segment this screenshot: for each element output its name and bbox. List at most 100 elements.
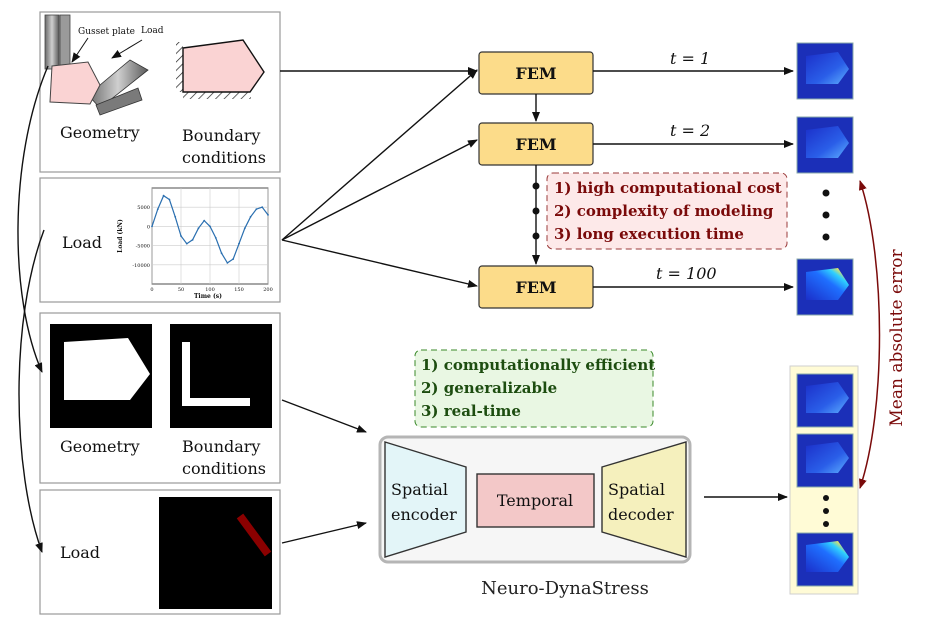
panel-load-curve: Load 5000 0 -5000 -10000 0 50 100 150 200 Time … — [39, 177, 281, 303]
fem-label-3: FEM — [515, 278, 556, 297]
load-chart: 5000 0 -5000 -10000 0 50 100 150 200 Time (s) L… — [117, 187, 273, 300]
load-label-bottom: Load — [60, 543, 100, 562]
chart-xtick-label: 100 — [205, 287, 215, 293]
load-mask-bar — [236, 513, 272, 557]
connector-geometry — [17, 65, 49, 373]
gusset-illustration: Gusset plate Load — [44, 14, 164, 116]
mae-label: Mean absolute error — [887, 248, 907, 426]
chart-point — [267, 213, 269, 216]
predicted-output-1 — [796, 373, 854, 428]
predicted-output-2 — [796, 433, 854, 488]
chart-point — [174, 215, 177, 218]
decoder-label-2: decoder — [608, 505, 674, 524]
limitation-2: 2) complexity of modeling — [554, 202, 774, 220]
chart-xticks: 0 50 100 150 200 — [150, 287, 272, 293]
chart-xtick-label: 0 — [150, 287, 153, 293]
geometry-mask-shape — [64, 338, 150, 400]
load-arrow-label: Load — [141, 26, 164, 36]
boundary-label-bottom-1: Boundary — [182, 437, 260, 456]
advantage-3: 3) real-time — [421, 402, 521, 420]
decoder-label-1: Spatial — [608, 480, 665, 499]
model-name: Neuro-DynaStress — [481, 578, 649, 599]
fem-output-t2 — [796, 116, 854, 174]
fem-block-2: FEM — [478, 122, 594, 166]
chart-point — [255, 208, 258, 211]
chart-point — [203, 219, 206, 222]
chart-ytick-label: 5000 — [137, 205, 150, 211]
mae-comparison: Mean absolute error — [859, 180, 907, 489]
temporal-label: Temporal — [497, 491, 573, 510]
chart-point — [249, 215, 252, 218]
boundary-illustration — [176, 39, 265, 99]
load-mask — [159, 497, 272, 609]
fem-output-t100 — [796, 258, 854, 316]
geometry-label-bottom: Geometry — [60, 437, 140, 456]
advantages-box: 1) computationally efficient 2) generali… — [414, 349, 655, 428]
spatial-decoder-block — [601, 441, 687, 558]
panel-physical-setup: Gusset plate Load Geometry Boundary cond… — [39, 11, 281, 173]
chart-point — [162, 194, 165, 197]
fem-block-3: FEM — [478, 265, 594, 309]
neuro-dynastress-model: Spatial encoder Temporal Spatial decoder… — [378, 435, 692, 599]
chart-ytick-label: 0 — [147, 224, 150, 230]
t-label-1: t = 1 — [670, 49, 710, 68]
advantage-1: 1) computationally efficient — [421, 356, 655, 374]
boundary-label-bottom-2: conditions — [182, 459, 266, 478]
temporal-block — [476, 473, 595, 528]
fem-label-2: FEM — [515, 135, 556, 154]
gusset-plate-label: Gusset plate — [78, 27, 135, 37]
network-input-arrows — [281, 399, 367, 544]
fem-label-1: FEM — [515, 64, 556, 83]
chart-ytick-label: -5000 — [136, 244, 150, 250]
t-label-2: t = 2 — [670, 121, 710, 140]
chart-ylabel: Load (kN) — [117, 219, 124, 253]
limitations-box: 1) high computational cost 2) complexity… — [546, 172, 788, 250]
boundary-label-top-2: conditions — [182, 148, 266, 167]
chart-yticks: 5000 0 -5000 -10000 — [132, 205, 150, 269]
limitation-1: 1) high computational cost — [554, 179, 782, 197]
fem-block-1: FEM — [478, 51, 594, 95]
limitation-3: 3) long execution time — [554, 225, 744, 243]
boundary-label-top-1: Boundary — [182, 126, 260, 145]
boundary-mask-vertical — [182, 342, 190, 402]
chart-point — [168, 198, 171, 201]
chart-point — [185, 242, 188, 245]
encoder-label-2: encoder — [391, 505, 457, 524]
chart-points — [151, 194, 269, 264]
predicted-output-3 — [796, 532, 854, 587]
chart-ytick-label: -10000 — [132, 263, 150, 269]
panel-image-load: Load — [39, 489, 281, 615]
fem-output-fields — [796, 42, 854, 316]
chart-point — [180, 235, 182, 237]
chart-point — [214, 237, 217, 239]
geometry-label-top: Geometry — [60, 123, 140, 142]
chart-point — [243, 227, 246, 230]
chart-grid — [151, 188, 269, 284]
chart-xtick-label: 50 — [178, 287, 184, 293]
chart-point — [151, 225, 153, 228]
left-connectors — [17, 65, 49, 553]
fem-ellipsis — [532, 165, 540, 265]
chart-point — [191, 238, 194, 241]
t-label-100: t = 100 — [656, 264, 717, 283]
connector-load — [18, 229, 45, 553]
boundary-mask-horizontal — [182, 398, 250, 406]
panel-image-geometry: Geometry Boundary conditions — [39, 312, 281, 484]
chart-point — [232, 258, 235, 260]
mae-arrow — [859, 180, 881, 489]
spatial-encoder-block — [384, 441, 467, 558]
chart-point — [197, 227, 200, 230]
fem-output-t1 — [796, 42, 854, 100]
advantage-2: 2) generalizable — [421, 379, 557, 397]
chart-point — [261, 206, 264, 209]
load-label-top: Load — [62, 233, 102, 252]
chart-xtick-label: 200 — [263, 287, 273, 293]
time-step-outputs: t = 1 t = 2 t = 100 — [593, 49, 794, 291]
chart-xtick-label: 150 — [234, 287, 244, 293]
chart-point — [209, 225, 211, 228]
chart-point — [238, 242, 240, 245]
chart-xlabel: Time (s) — [194, 293, 222, 300]
encoder-label-1: Spatial — [391, 480, 448, 499]
predicted-output-column — [789, 365, 859, 595]
